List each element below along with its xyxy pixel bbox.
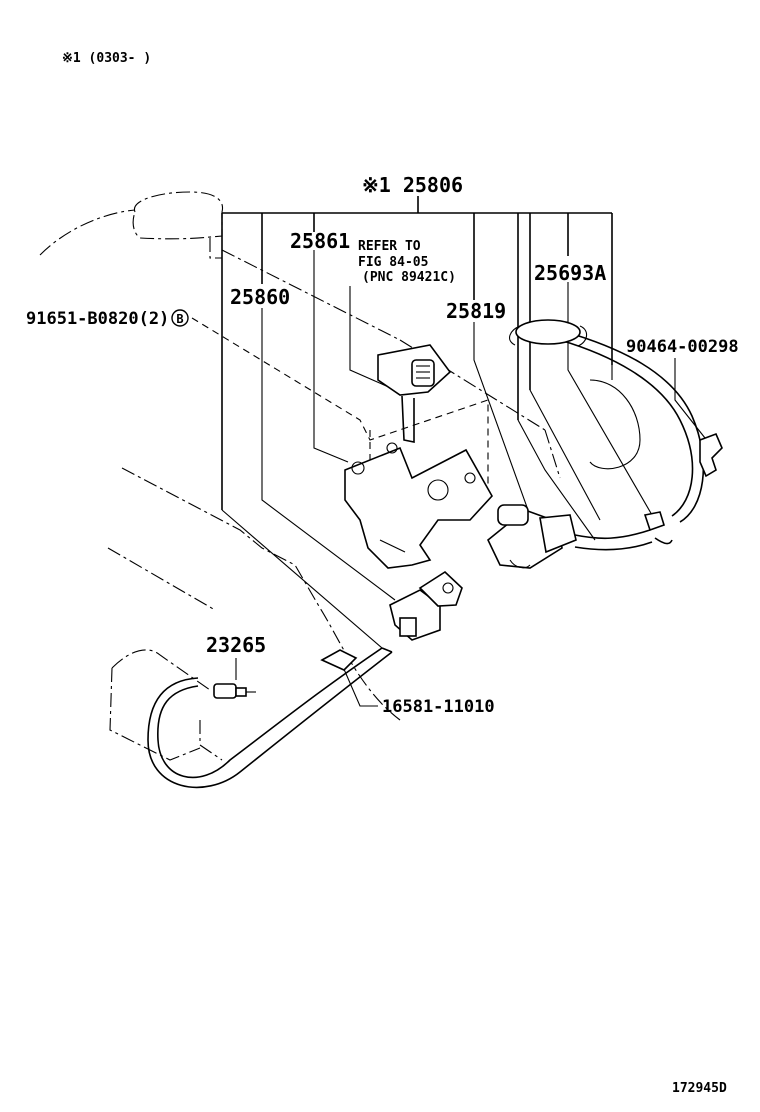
engine-outline xyxy=(39,191,561,761)
label-25806: ※1 25806 xyxy=(362,173,463,197)
footer-code: 172945D xyxy=(672,1081,727,1096)
connector-refer xyxy=(377,344,452,396)
label-25861: 25861 xyxy=(290,229,350,253)
label-refer-3: (PNC 89421C) xyxy=(362,270,456,285)
leader-lines xyxy=(221,250,706,707)
vsv-25819 xyxy=(487,504,577,569)
leader-bracket-25806 xyxy=(221,196,613,510)
clamp-90464 xyxy=(699,432,723,478)
label-refer-1: REFER TO xyxy=(358,239,421,254)
dashed-leader-91651 xyxy=(191,317,489,484)
circle-b-label: B xyxy=(176,312,183,326)
header-note: ※1 (0303- ) xyxy=(62,51,151,66)
label-25693A: 25693A xyxy=(534,261,606,285)
canister-25693A xyxy=(509,319,641,470)
label-91651: 91651-B0820(2) xyxy=(26,309,169,329)
hose-clip xyxy=(643,511,665,532)
circle-b-marker: B xyxy=(171,309,189,327)
label-25860: 25860 xyxy=(230,285,290,309)
label-16581: 16581-11010 xyxy=(382,697,495,717)
bracket-25861 xyxy=(344,442,493,569)
label-90464: 90464-00298 xyxy=(626,337,739,357)
label-refer-2: FIG 84-05 xyxy=(358,255,428,270)
clip-16581 xyxy=(320,649,358,671)
hoses xyxy=(147,331,705,789)
sensor-23265 xyxy=(213,683,256,699)
vsv-25860 xyxy=(389,570,463,641)
label-23265: 23265 xyxy=(206,633,266,657)
label-25819: 25819 xyxy=(446,299,506,323)
